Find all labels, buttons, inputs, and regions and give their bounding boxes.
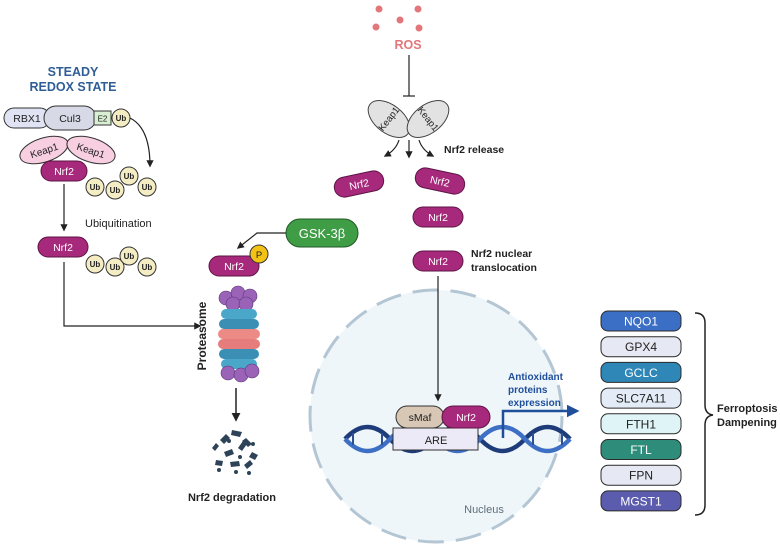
nrf2-ubiquitinated (37, 236, 89, 258)
e2-label: E2 (98, 115, 108, 124)
svg-text:Ub: Ub (142, 263, 153, 272)
steady-state-title-line2: REDOX STATE (29, 80, 116, 94)
arrow-release-left (383, 139, 400, 157)
svg-text:Ub: Ub (90, 260, 101, 269)
ub-transfer-arrow (129, 117, 154, 168)
svg-text:Ub: Ub (124, 252, 135, 261)
ros-dots-icon (372, 5, 423, 32)
ros-label: ROS (394, 38, 421, 52)
gene-label: FTH1 (626, 417, 656, 431)
gsk3b-label: GSK-3β (299, 226, 346, 241)
nrf2-phosphorylated-label: Nrf2 (224, 261, 244, 273)
degraded-fragments-icon (212, 430, 258, 475)
nrf2-translocating-label: Nrf2 (428, 256, 448, 268)
inhibition-line (403, 55, 415, 97)
gene-box (600, 490, 682, 512)
arrow-gsk3b (236, 232, 286, 249)
proteasome-icon (218, 285, 260, 383)
nucleus-label: Nucleus (464, 504, 504, 516)
phosphate-icon (249, 244, 269, 264)
gene-box (600, 439, 682, 460)
ub-label: Ub (116, 114, 127, 123)
keap1-dimer: Keap1 Keap1 (19, 135, 116, 165)
translocation-label-line2: translocation (471, 262, 537, 274)
gene-label: SLC7A11 (616, 392, 667, 406)
gene-label: GCLC (624, 366, 658, 380)
proteasome-label: Proteasome (195, 301, 209, 370)
smaf-label: sMaf (409, 412, 432, 424)
nrf2-bound-dna-label: Nrf2 (456, 412, 476, 424)
bracket (694, 312, 714, 516)
are-label: ARE (425, 435, 448, 447)
gene-box (600, 310, 682, 332)
gene-label: MGST1 (620, 494, 662, 508)
cul3-complex: RBX1 Cul3 E2 Ub Keap1 Keap1 Nrf2 Ub Ub U… (3, 105, 157, 200)
e2-node (93, 110, 112, 126)
nrf2-released-center-label: Nrf2 (428, 212, 448, 224)
gene-label: GPX4 (625, 340, 657, 354)
svg-text:Nrf2: Nrf2 (429, 174, 451, 190)
gene-label: NQO1 (624, 315, 658, 329)
gene-box (600, 361, 682, 383)
nrf2-bound (40, 160, 88, 182)
gene-box (600, 464, 682, 486)
nrf2-phosphorylated (208, 255, 260, 277)
svg-text:Ub: Ub (110, 186, 121, 195)
expression-label-line3: expression (508, 398, 561, 409)
ubiquitin-chain-top: Ub Ub Ub Ub (85, 166, 157, 200)
svg-text:Ub: Ub (90, 183, 101, 192)
gene-box (600, 387, 682, 409)
nrf2-ubiquitinated-label: Nrf2 (53, 242, 73, 254)
gene-box (600, 336, 682, 358)
nrf2-degradation-label: Nrf2 degradation (188, 492, 276, 504)
gene-label: FTL (630, 443, 652, 457)
phosphate-label: P (256, 250, 262, 261)
nrf2-bound-dna (441, 405, 491, 429)
translocation-label-line1: Nrf2 nuclear (471, 248, 532, 260)
gene-box (600, 413, 682, 435)
gene-label: FPN (629, 469, 653, 483)
nrf2-released-left: Nrf2 (333, 170, 385, 198)
cul3-label: Cul3 (59, 113, 81, 125)
ferroptosis-label-line2: Dampening (717, 417, 777, 429)
arrow-release-right (418, 139, 435, 157)
ferroptosis-label-line1: Ferroptosis (717, 403, 778, 415)
ubiquitination-label: Ubiquitination (85, 218, 152, 230)
nrf2-released-right: Nrf2 (414, 167, 466, 195)
arrow-expression (501, 404, 580, 438)
svg-text:Ub: Ub (110, 263, 121, 272)
svg-text:Nrf2: Nrf2 (348, 177, 370, 193)
nrf2-translocating (412, 250, 464, 272)
arrow-to-proteasome (63, 262, 202, 330)
keap1-dimer-free: Keap1 Keap1 (367, 100, 450, 138)
steady-state-title-line1: STEADY (48, 65, 99, 79)
expression-label-line1: Antioxidant (508, 372, 564, 383)
nrf2-released-center (412, 206, 464, 228)
expression-label-line2: proteins (508, 385, 548, 396)
ubiquitin-chain-bottom: Ub Ub Ub Ub (85, 246, 157, 277)
svg-text:Ub: Ub (142, 183, 153, 192)
rbx1-label: RBX1 (13, 113, 41, 125)
svg-text:Ub: Ub (124, 172, 135, 181)
nrf2-bound-label: Nrf2 (54, 166, 74, 178)
nrf2-release-label: Nrf2 release (444, 144, 504, 156)
